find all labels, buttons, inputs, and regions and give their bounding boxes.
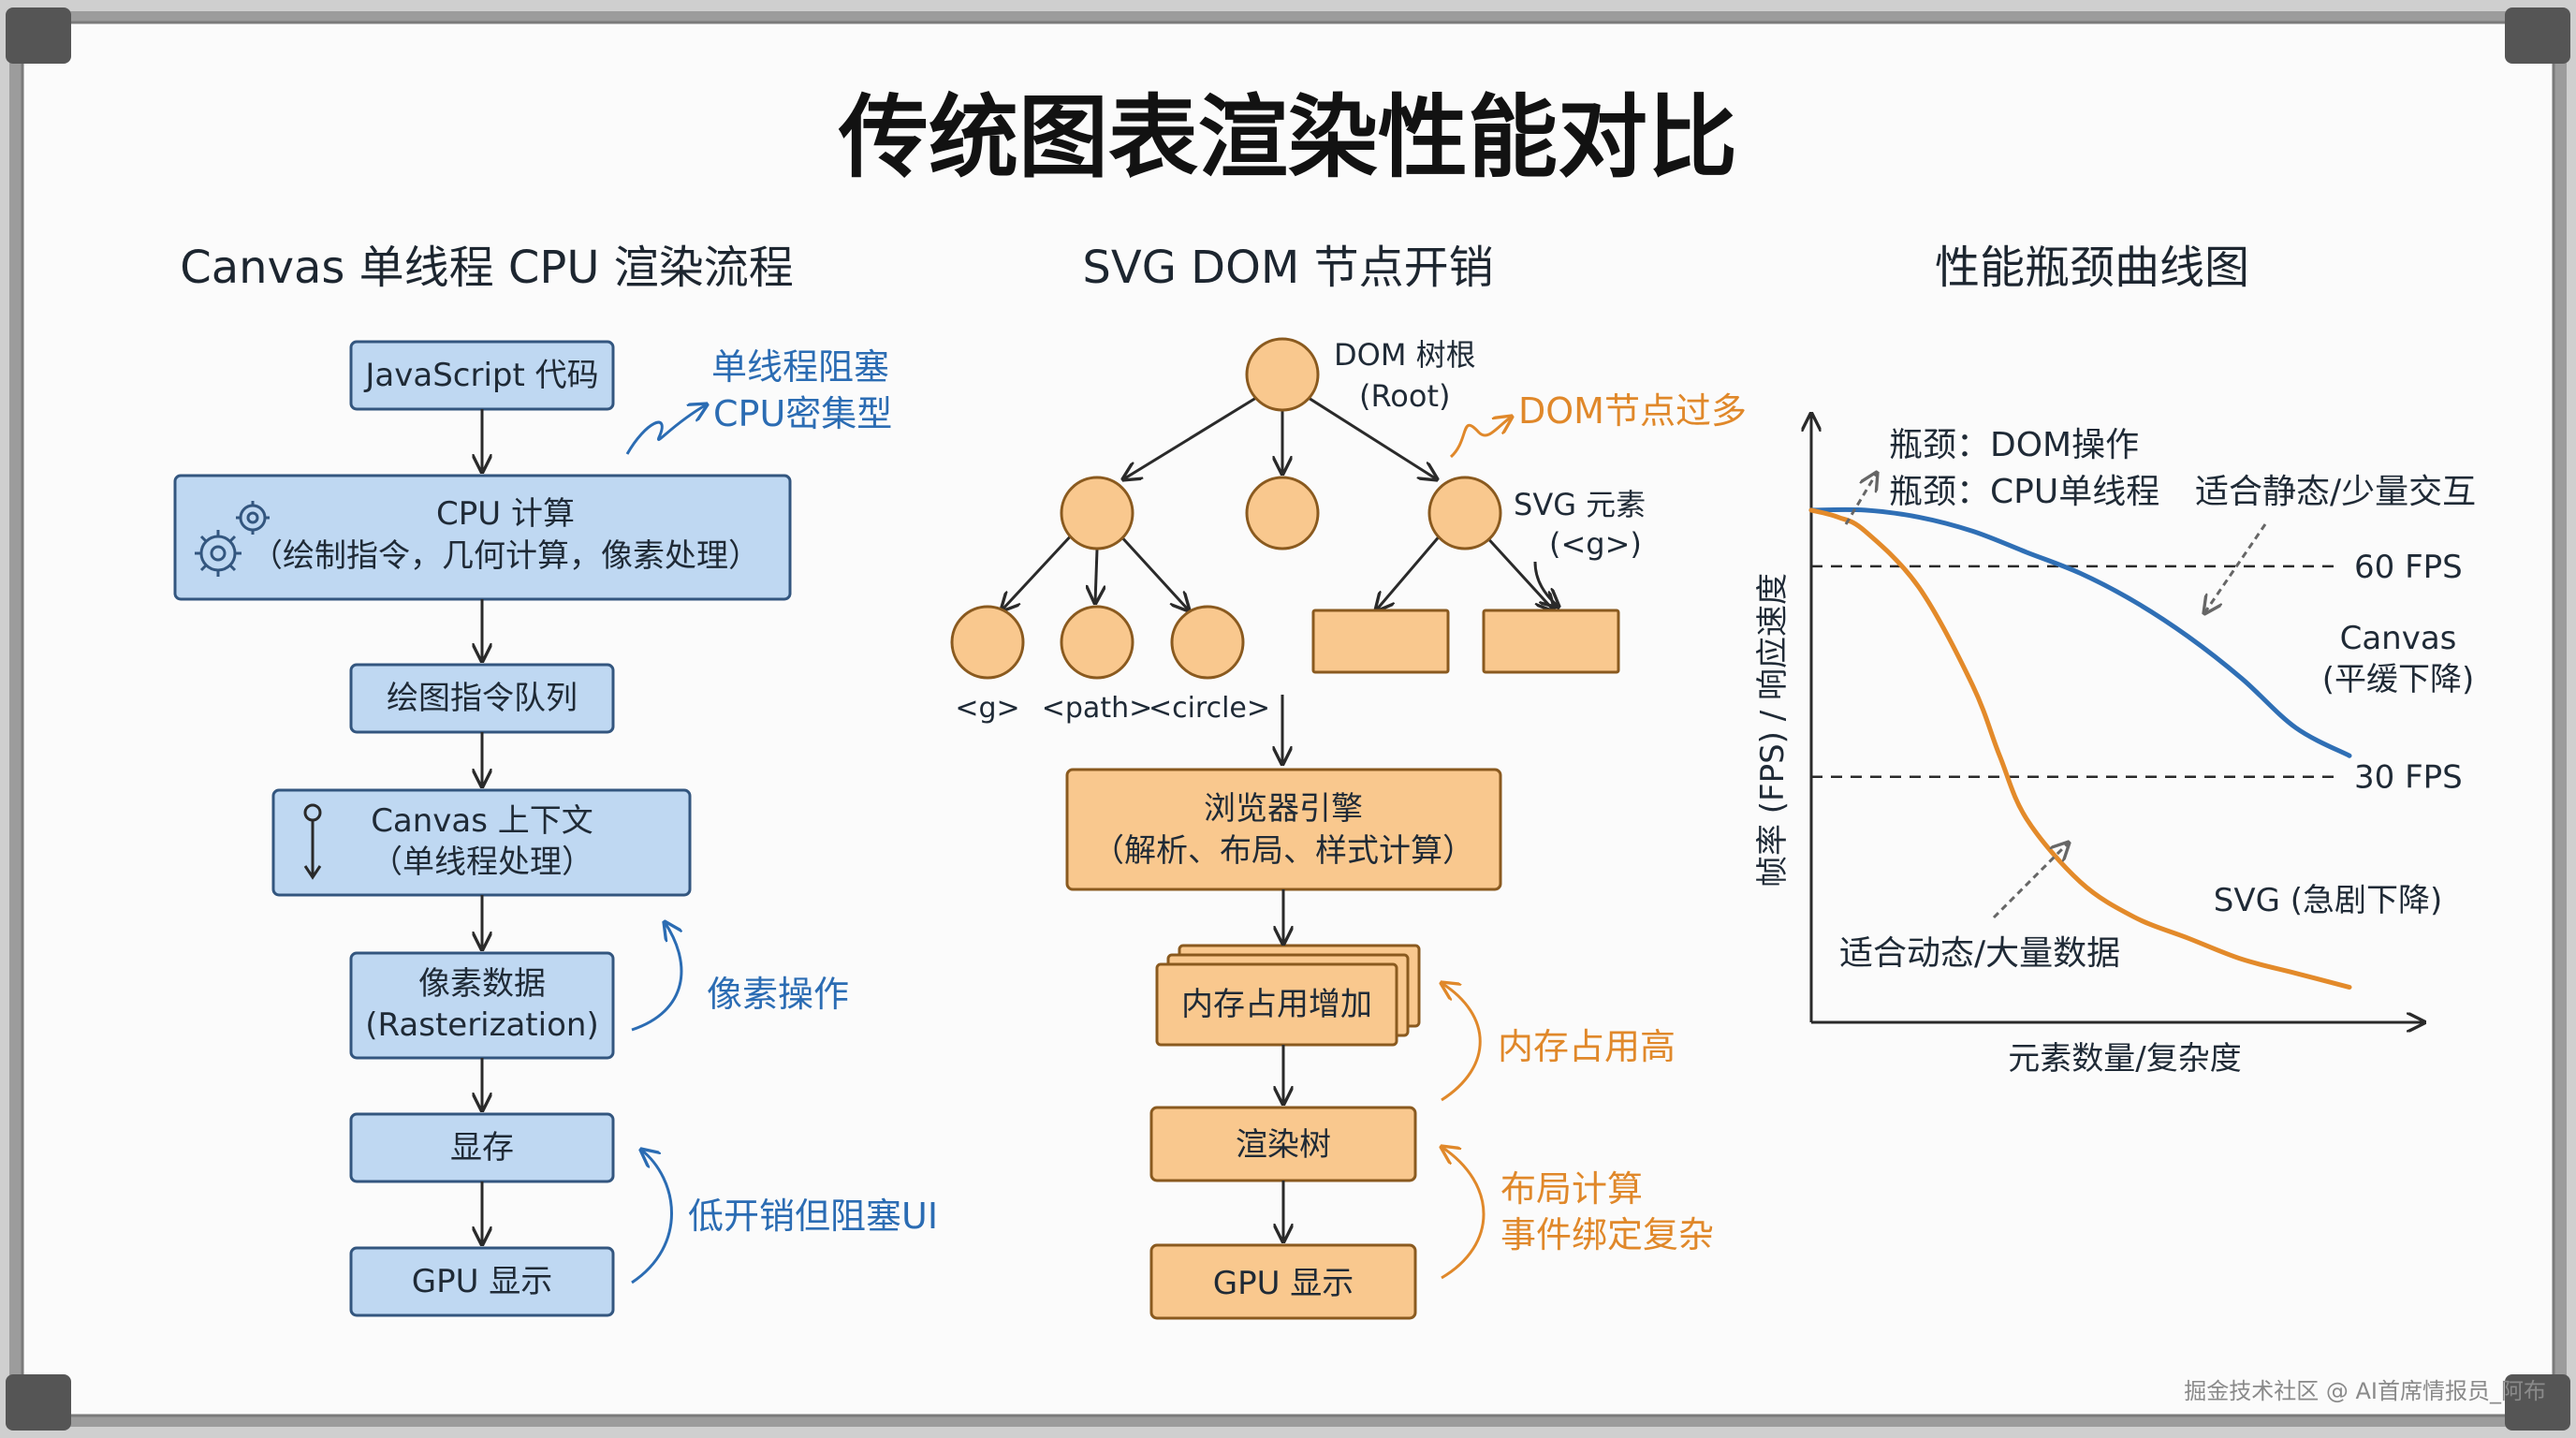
canvas-section-heading: Canvas 单线程 CPU 渲染流程	[180, 242, 794, 294]
flow-label-gpu: GPU 显示	[412, 1263, 553, 1300]
corner-cap-top-left	[6, 7, 71, 64]
note-static-use: 适合静态/少量交互	[2195, 473, 2476, 511]
series-line-svg	[1808, 507, 2352, 990]
note-arrow-single-thread	[625, 404, 707, 455]
board-surface	[21, 21, 2555, 1417]
tree-leaf-g	[950, 605, 1025, 680]
chart-x-label: 元素数量/复杂度	[2008, 1040, 2241, 1078]
flow-label-memory: 内存占用增加	[1181, 986, 1372, 1023]
note-cpu-intensive: CPU密集型	[713, 393, 892, 434]
series-label-canvas: Canvas	[2340, 620, 2457, 657]
tree-node-center	[1245, 476, 1320, 550]
page-title: 传统图表渲染性能对比	[838, 85, 1737, 190]
note-arrow-layout	[1442, 1147, 1486, 1280]
tree-node-left	[1060, 476, 1134, 550]
tree-leaf-rect-2	[1482, 609, 1620, 674]
svg-dom-tree: DOM 树根 (Root) SVG 元素 (<g>) <g> <path> <c…	[950, 337, 1747, 725]
chart-marks: 60 FPS 30 FPS Canvas (平缓下降) SVG (急剧下降)	[1808, 506, 2475, 990]
tree-svg-sublabel: (<g>)	[1549, 526, 1642, 562]
tree-node-svg	[1427, 476, 1502, 550]
tree-svg-label: SVG 元素	[1514, 487, 1646, 522]
annotation-cpu-bottleneck: 瓶颈：CPU单线程	[1889, 473, 2159, 511]
tree-leaf-path	[1060, 605, 1134, 680]
flow-sublabel-pixel-data: (Rasterization)	[365, 1006, 598, 1044]
flow-box-memory	[1155, 944, 1421, 1047]
flow-box-browser-engine	[1065, 768, 1502, 891]
note-memory-high: 内存占用高	[1498, 1026, 1676, 1067]
note-arrow-memory	[1442, 983, 1482, 1102]
tree-edges	[1002, 391, 1554, 610]
tree-nodes	[950, 337, 1620, 680]
flow-label-javascript: JavaScript 代码	[363, 357, 598, 394]
gear-icon	[195, 501, 270, 577]
note-arrow-low-cost	[631, 1150, 673, 1284]
tree-leaf-rect-1	[1311, 609, 1450, 674]
flow-label-draw-queue: 绘图指令队列	[387, 680, 578, 717]
series-label-svg: SVG (急剧下降)	[2214, 882, 2443, 919]
tree-root-node	[1245, 337, 1320, 412]
flow-label-render-tree: 渲染树	[1236, 1126, 1331, 1164]
arrow-dynamic-use	[1992, 843, 2069, 919]
flow-label-canvas-context: Canvas 上下文	[371, 802, 593, 840]
series-line-canvas	[1808, 506, 2352, 758]
corner-cap-top-right	[2505, 7, 2570, 64]
note-low-cost: 低开销但阻塞UI	[688, 1196, 938, 1237]
note-dynamic-use: 适合动态/大量数据	[1839, 934, 2120, 973]
tree-leaf-circle	[1170, 605, 1245, 680]
flow-label-gpu-svg: GPU 显示	[1213, 1265, 1354, 1302]
flow-label-pixel-data: 像素数据	[418, 965, 546, 1003]
flow-label-vram: 显存	[450, 1129, 514, 1167]
chart-y-label: 帧率 (FPS) / 响应速度	[1754, 573, 1792, 888]
tree-svg-pointer	[1533, 561, 1559, 607]
flow-box-gpu-svg	[1149, 1243, 1417, 1320]
chart-section-heading: 性能瓶颈曲线图	[1935, 242, 2249, 294]
reference-label-30-fps: 30 FPS	[2354, 759, 2463, 797]
reference-label-60-fps: 60 FPS	[2354, 549, 2463, 586]
flow-sublabel-browser-engine: （解析、布局、样式计算）	[1092, 832, 1474, 870]
flow-sublabel-canvas-context: （单线程处理）	[371, 844, 593, 881]
tree-leaf-label-g: <g>	[955, 692, 1019, 725]
note-layout-calc: 布局计算	[1500, 1168, 1643, 1210]
svg-flow: 浏览器引擎 （解析、布局、样式计算） 内存占用增加 渲染树 GPU 显示 内存占…	[1065, 695, 1714, 1320]
tree-leaf-label-path: <path>	[1042, 692, 1152, 725]
flow-label-cpu: CPU 计算	[436, 495, 575, 533]
note-event-binding: 事件绑定复杂	[1500, 1214, 1714, 1255]
annotation-arrow-bottleneck	[1844, 473, 1877, 525]
svg-section-heading: SVG DOM 节点开销	[1082, 242, 1493, 294]
note-pixel-ops: 像素操作	[707, 974, 849, 1015]
series-sublabel-canvas: (平缓下降)	[2322, 661, 2475, 698]
corner-cap-bottom-right	[2505, 1374, 2570, 1431]
watermark: 掘金技术社区 @ AI首席情报员_阿布	[2184, 1378, 2546, 1404]
corner-cap-bottom-left	[6, 1374, 71, 1431]
note-single-thread-block: 单线程阻塞	[711, 346, 889, 388]
performance-chart: 元素数量/复杂度 帧率 (FPS) / 响应速度 60 FPS 30 FPS Can…	[1754, 414, 2476, 1078]
flow-sublabel-cpu: （绘制指令，几何计算，像素处理）	[251, 537, 760, 575]
thread-pin-icon	[303, 803, 322, 880]
note-arrow-pixel-ops	[631, 922, 683, 1032]
canvas-flow: JavaScript 代码 CPU 计算 （绘制指令，几何计算，像素处理） 绘图…	[173, 340, 938, 1317]
flow-label-browser-engine: 浏览器引擎	[1204, 790, 1363, 828]
flow-box-gpu	[349, 1246, 615, 1317]
tree-leaf-label-circle: <circle>	[1149, 692, 1270, 725]
note-too-many-nodes: DOM节点过多	[1518, 390, 1747, 432]
tree-root-sublabel: (Root)	[1359, 378, 1450, 414]
note-arrow-too-many	[1449, 417, 1512, 459]
annotation-dom-bottleneck: 瓶颈：DOM操作	[1889, 426, 2139, 464]
tree-root-label: DOM 树根	[1334, 337, 1476, 373]
